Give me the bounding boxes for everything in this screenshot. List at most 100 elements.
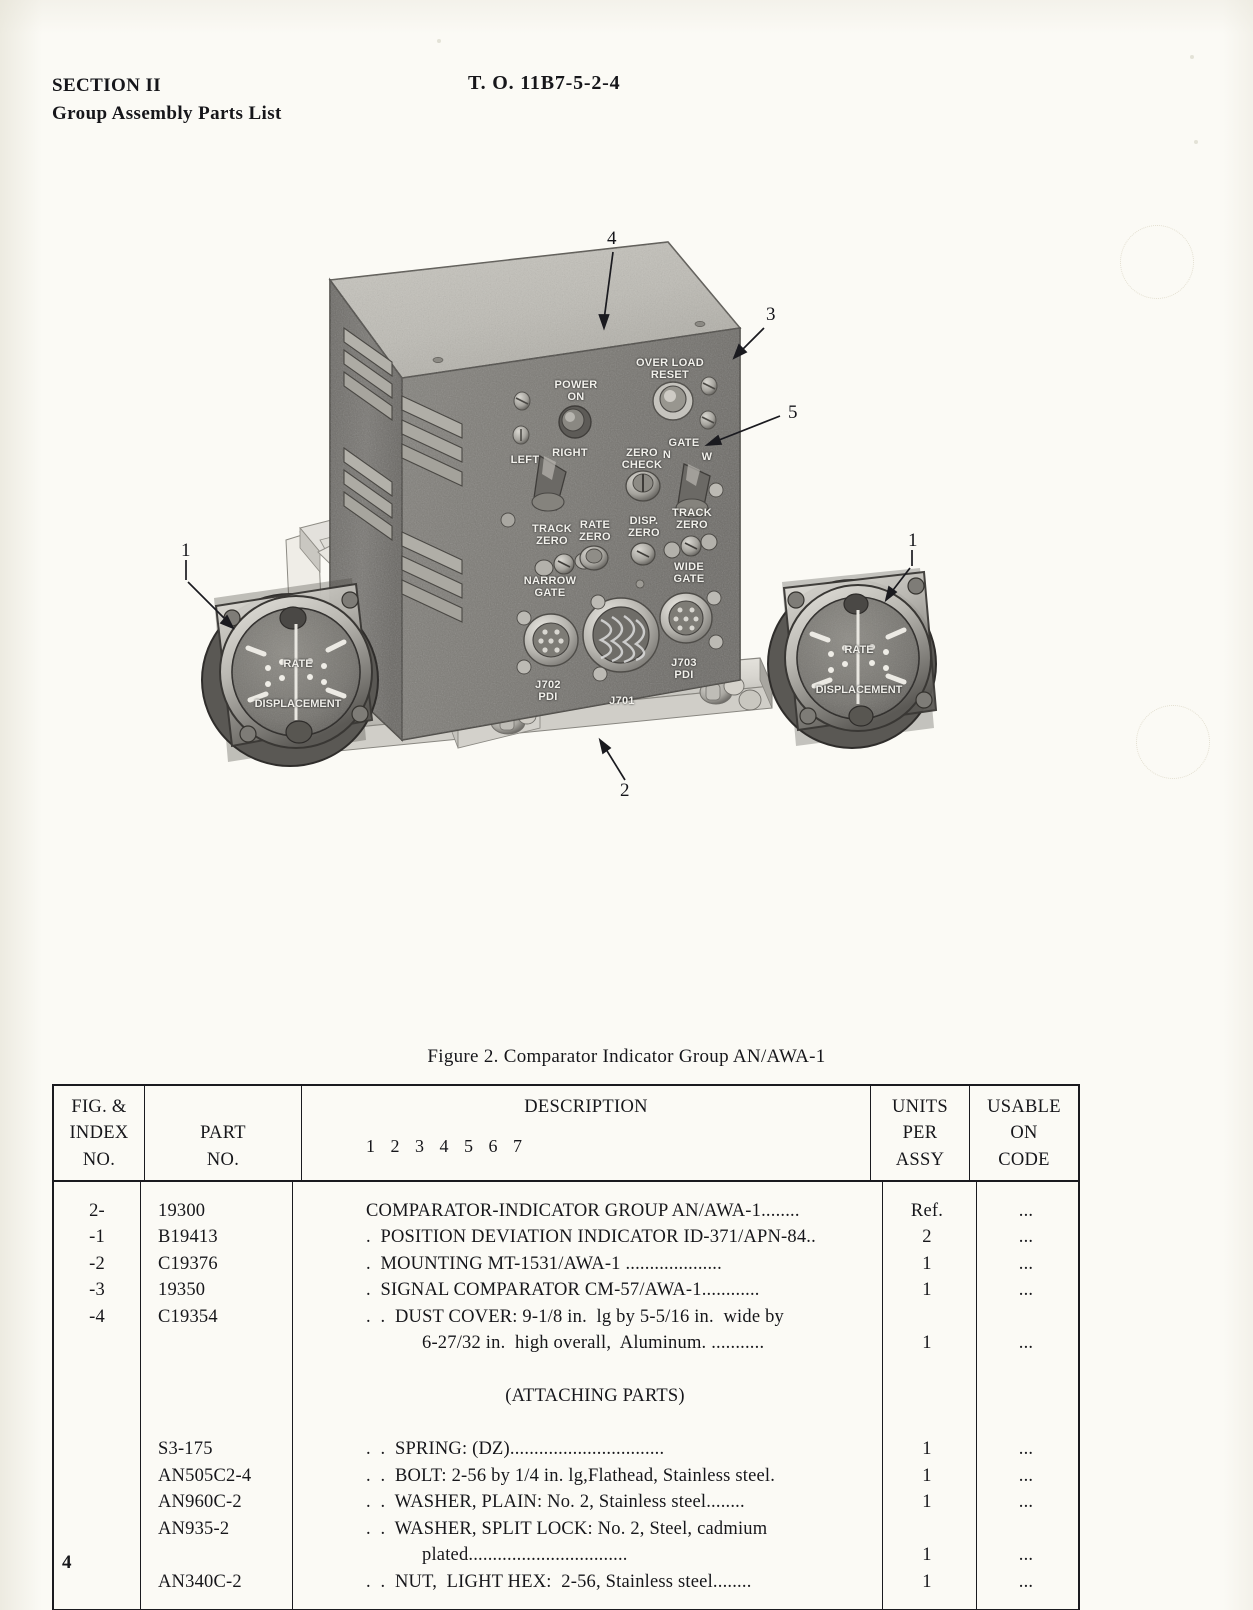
cell-usable-on-code: ... xyxy=(1018,1571,1034,1592)
table-row: plated.................................1… xyxy=(54,1542,1078,1569)
cell-description: (ATTACHING PARTS) xyxy=(505,1386,685,1407)
cell-units-per-assy: 2 xyxy=(922,1227,932,1248)
dial-label-rate-left: RATE xyxy=(283,658,313,670)
header-description-levels: 1 2 3 4 5 6 7 xyxy=(366,1136,528,1157)
callout-1-left: 1 xyxy=(181,540,191,561)
header-part-line-2: NO. xyxy=(206,1149,240,1170)
cover-screw-b xyxy=(694,321,706,327)
cell-usable-on-code: ... xyxy=(1018,1253,1034,1274)
header-fig-index-no: FIG. & INDEX NO. xyxy=(52,1085,145,1182)
cell-description: . . SPRING: (DZ)........................… xyxy=(366,1439,665,1460)
panel-screws-left xyxy=(512,391,531,445)
cell-units-per-assy: 1 xyxy=(922,1333,932,1354)
column-rule-code xyxy=(976,1181,977,1610)
header-units-per-assy: UNITS PER ASSY xyxy=(870,1085,970,1182)
figure-caption: Figure 2. Comparator Indicator Group AN/… xyxy=(427,1046,826,1067)
cell-units-per-assy: 1 xyxy=(922,1253,932,1274)
cell-description: COMPARATOR-INDICATOR GROUP AN/AWA-1.....… xyxy=(366,1200,800,1221)
panel-screws-right xyxy=(699,376,718,430)
panel-label-j701: J701 xyxy=(609,695,635,707)
cell-description: . . BOLT: 2-56 by 1/4 in. lg,Flathead, S… xyxy=(366,1465,776,1486)
column-rule-part xyxy=(292,1181,293,1610)
panel-label-gate: GATE xyxy=(668,437,700,449)
signal-comparator-chassis xyxy=(328,241,742,742)
panel-label-disp-zero: DISP.ZERO xyxy=(628,515,660,539)
cell-description: . MOUNTING MT-1531/AWA-1 ...............… xyxy=(366,1253,722,1274)
panel-label-gate-n: N xyxy=(662,449,672,461)
cell-fig-index-no: 2- xyxy=(89,1200,105,1221)
table-row: S3-175 . . SPRING: (DZ)..................… xyxy=(54,1436,1078,1463)
table-row: AN340C-2. . NUT, LIGHT HEX: 2-56, Stainl… xyxy=(54,1569,1078,1596)
panel-screw-mid-left xyxy=(500,512,516,528)
header-fig-line-2: INDEX xyxy=(69,1123,129,1144)
cell-part-no: B19413 xyxy=(158,1227,218,1248)
gate-switch xyxy=(675,463,711,518)
page-header-left: SECTION II Group Assembly Parts List xyxy=(52,72,282,127)
cell-units-per-assy: 1 xyxy=(922,1280,932,1301)
cell-description: . SIGNAL COMPARATOR CM-57/AWA-1.........… xyxy=(366,1280,760,1301)
cell-part-no: S3-175 xyxy=(158,1439,213,1460)
left-right-switch xyxy=(531,454,567,512)
dial-label-rate-right: RATE xyxy=(844,644,874,656)
cell-usable-on-code: ... xyxy=(1018,1227,1034,1248)
ventilation-louvers xyxy=(343,326,463,623)
cell-fig-index-no: -3 xyxy=(89,1280,105,1301)
scan-speck-a xyxy=(437,39,441,43)
connector-j702 xyxy=(516,610,579,675)
cell-fig-index-no: -2 xyxy=(89,1253,105,1274)
position-deviation-indicator-left xyxy=(201,578,379,767)
header-code-line-1: USABLE xyxy=(987,1097,1061,1117)
cell-description: . . WASHER, PLAIN: No. 2, Stainless stee… xyxy=(366,1492,745,1513)
cell-fig-index-no: -1 xyxy=(89,1227,105,1248)
header-description-title: DESCRIPTION xyxy=(524,1097,648,1117)
table-row xyxy=(54,1410,1078,1437)
header-units-line-2: PER xyxy=(902,1123,938,1144)
equipment-photo xyxy=(185,241,938,781)
callout-1-right: 1 xyxy=(908,530,918,551)
cell-units-per-assy: 1 xyxy=(922,1492,932,1513)
cell-usable-on-code: ... xyxy=(1018,1200,1034,1221)
header-fig-line-1: FIG. & xyxy=(71,1097,127,1117)
connector-j701 xyxy=(582,594,660,682)
scan-speck-b xyxy=(1190,55,1194,59)
table-row xyxy=(54,1357,1078,1384)
zero-check-knob xyxy=(625,470,661,502)
page-number: 4 xyxy=(62,1552,72,1573)
table-row: 6-27/32 in. high overall, Aluminum. ....… xyxy=(54,1330,1078,1357)
cell-part-no: AN935-2 xyxy=(158,1518,230,1539)
table-row: AN505C2-4 . . BOLT: 2-56 by 1/4 in. lg,Fl… xyxy=(54,1463,1078,1490)
table-row: -3 19350 . SIGNAL COMPARATOR CM-57/AWA-1..… xyxy=(54,1277,1078,1304)
cell-part-no: AN505C2-4 xyxy=(158,1465,252,1486)
cell-description: plated................................. xyxy=(422,1545,628,1566)
header-part-no: PART NO. xyxy=(144,1085,302,1182)
header-fig-line-3: NO. xyxy=(82,1149,116,1170)
cell-part-no: C19376 xyxy=(158,1253,218,1274)
column-rule-fig xyxy=(140,1181,141,1610)
panel-screw-mid-right xyxy=(708,482,724,498)
cell-part-no: 19350 xyxy=(158,1280,206,1301)
table-bottom-padding xyxy=(54,1595,1078,1609)
cover-screw-a xyxy=(432,357,444,363)
cell-usable-on-code: ... xyxy=(1018,1280,1034,1301)
cell-units-per-assy: 1 xyxy=(922,1465,932,1486)
callout-3: 3 xyxy=(766,304,776,325)
table-row: AN935-2. . WASHER, SPLIT LOCK: No. 2, St… xyxy=(54,1516,1078,1543)
group-assembly-parts-table: FIG. & INDEX NO. PART NO. DESCRIPTION 1 … xyxy=(52,1084,1080,1610)
overload-reset-button xyxy=(652,381,694,421)
adjustment-screws xyxy=(534,533,718,589)
table-top-padding xyxy=(54,1182,1078,1198)
header-code-line-2: ON xyxy=(1010,1123,1038,1144)
